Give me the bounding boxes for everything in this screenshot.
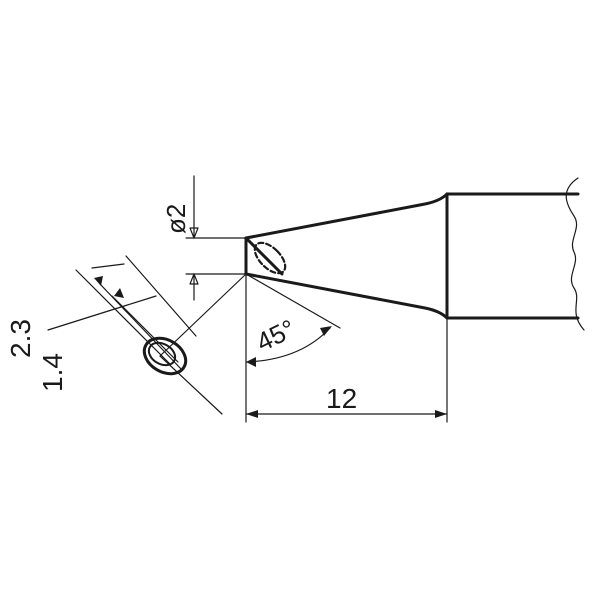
diameter-label: ø2 <box>161 204 191 234</box>
taper-top <box>244 192 449 240</box>
angle-label: 45° <box>251 313 299 357</box>
taper-bottom <box>244 272 449 320</box>
face-inner-label: 1.4 <box>37 353 68 392</box>
length-label: 12 <box>326 383 357 414</box>
face-outer-ellipse <box>142 336 188 376</box>
face-inner-ellipse <box>147 341 177 367</box>
shank-outline <box>445 192 580 320</box>
face-width-label: 2.3 <box>5 319 36 358</box>
length-dimension: 12 <box>245 383 448 418</box>
diameter-dimension: ø2 <box>161 175 247 301</box>
face-detail: 2.3 1.4 <box>5 255 223 415</box>
tip-face <box>244 236 284 276</box>
tip-body <box>244 177 585 331</box>
bevel-dashed-ellipse <box>253 241 287 275</box>
break-line <box>565 177 585 331</box>
angle-dimension: 45° <box>245 313 332 367</box>
